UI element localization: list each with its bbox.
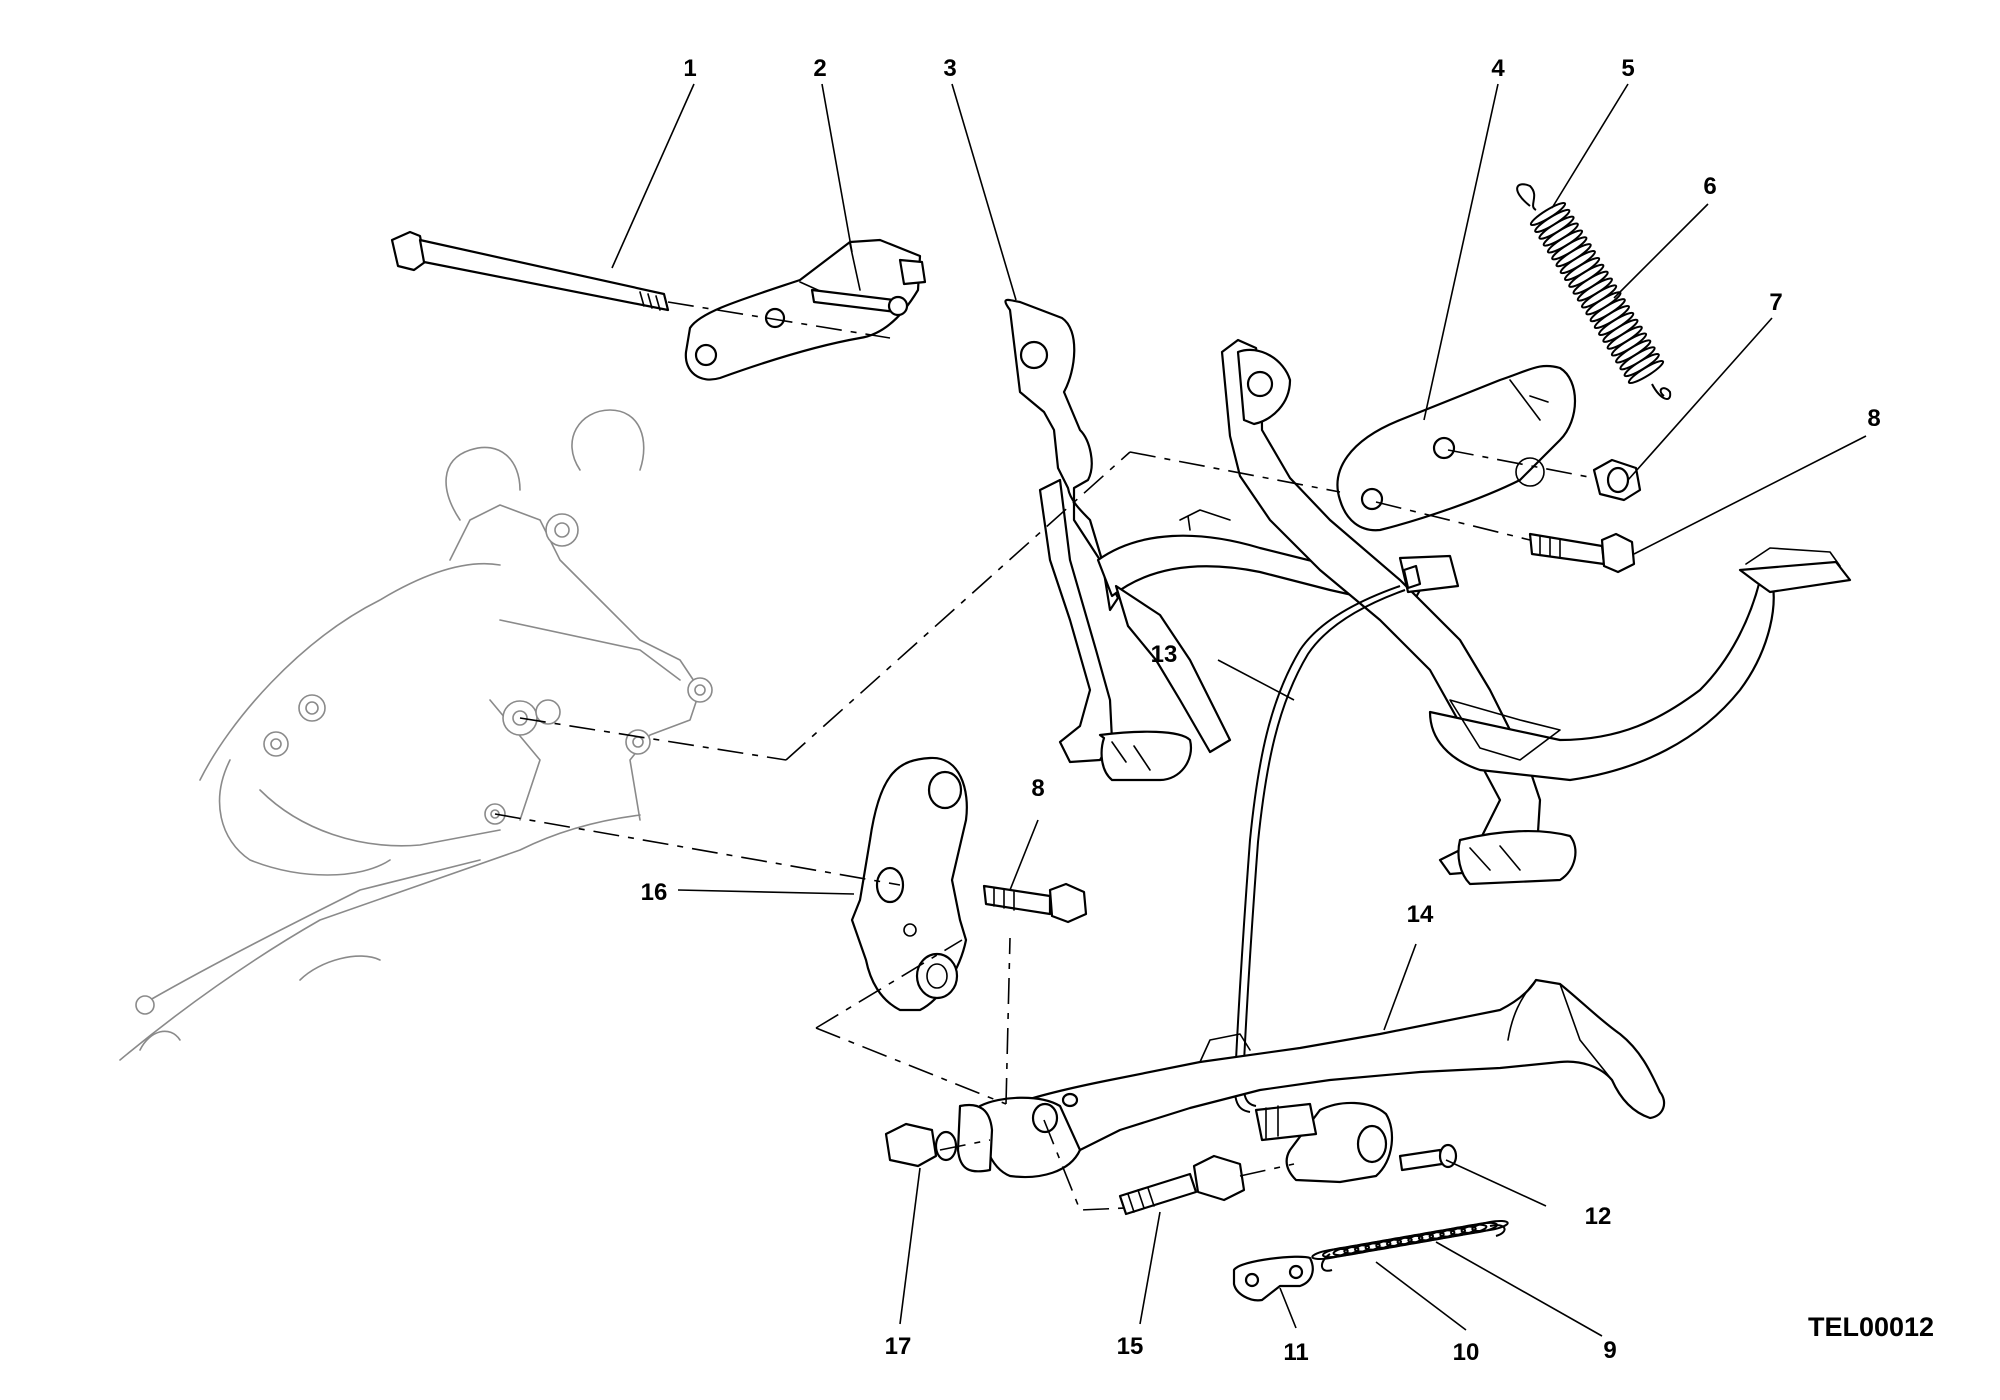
spring-coil	[1602, 318, 1639, 343]
bolt-8-upper	[1528, 532, 1636, 574]
spring-coil	[1563, 256, 1601, 282]
spring-coil	[1538, 215, 1575, 240]
spring-coil	[1546, 229, 1584, 254]
spring-coil	[1606, 325, 1643, 350]
callout-10: 10	[1453, 1339, 1480, 1366]
spring-plate-11	[1232, 1255, 1314, 1302]
center-stand-frame	[1096, 338, 1852, 886]
spring-coil	[1598, 311, 1635, 336]
spring-hook	[1321, 1253, 1333, 1272]
spring-coil	[1555, 243, 1592, 268]
spring-coil	[1623, 353, 1660, 378]
side-stand	[956, 978, 1666, 1184]
callout-17: 17	[885, 1333, 912, 1360]
callout-9: 9	[1603, 1337, 1616, 1364]
callout-14: 14	[1407, 901, 1434, 928]
callout-1: 1	[683, 55, 696, 82]
long-pivot-bolt	[390, 230, 670, 312]
callout-5: 5	[1621, 55, 1634, 82]
callout-8-lower: 8	[1031, 775, 1044, 802]
large-stand-spring	[1516, 183, 1672, 400]
spring-coil	[1619, 346, 1656, 371]
spring-coil	[1627, 359, 1665, 385]
bolt-8-lower	[982, 882, 1088, 924]
lower-stand-bracket	[850, 756, 968, 1012]
leader-lines	[611, 83, 1867, 1337]
callout-7: 7	[1769, 289, 1782, 316]
spring-coil	[1551, 236, 1588, 261]
engine-case-outline	[119, 409, 713, 1061]
callout-11: 11	[1283, 1339, 1308, 1366]
right-stand-plate	[1336, 364, 1577, 532]
spring-coil	[1615, 339, 1652, 364]
callout-12: 12	[1585, 1203, 1612, 1230]
callout-2: 2	[813, 55, 826, 82]
spring-coil	[1534, 208, 1571, 233]
spring-coil	[1542, 222, 1579, 247]
callout-6: 6	[1703, 173, 1716, 200]
drawing-code: TEL00012	[1808, 1312, 1934, 1342]
spring-coil	[1610, 332, 1648, 357]
callout-8-upper: 8	[1867, 405, 1880, 432]
nut-17	[884, 1122, 958, 1168]
screw-12	[1398, 1143, 1458, 1172]
callout-3: 3	[943, 55, 956, 82]
spring-coil	[1471, 1219, 1509, 1233]
spring-hook	[1489, 1224, 1506, 1237]
spring-coil	[1460, 1221, 1499, 1234]
spring-coil	[1593, 304, 1631, 330]
spring-coil	[1529, 201, 1567, 227]
assembly-axis-lines	[494, 301, 1595, 1211]
callout-13: 13	[1151, 641, 1178, 668]
upper-bracket	[684, 238, 927, 381]
callout-labels: 1 2 3 4 5 6 7 8 8 9 10 11 12 13 14 15 16…	[641, 55, 1881, 1366]
callout-16: 16	[641, 879, 668, 906]
spring-coil	[1580, 284, 1618, 309]
center-stand-left-leg	[1004, 298, 1193, 782]
side-stand-spring	[1311, 1219, 1509, 1272]
pivot-bolt-15	[1118, 1154, 1246, 1216]
spring-coil	[1576, 277, 1614, 302]
spring-coil	[1585, 291, 1622, 316]
spring-coil	[1568, 263, 1605, 288]
nut-7	[1592, 458, 1642, 502]
spring-coil	[1589, 298, 1626, 323]
spring-coil	[1559, 250, 1596, 275]
callout-4: 4	[1491, 55, 1505, 82]
spring-coil	[1572, 270, 1609, 295]
callout-15: 15	[1117, 1333, 1144, 1360]
